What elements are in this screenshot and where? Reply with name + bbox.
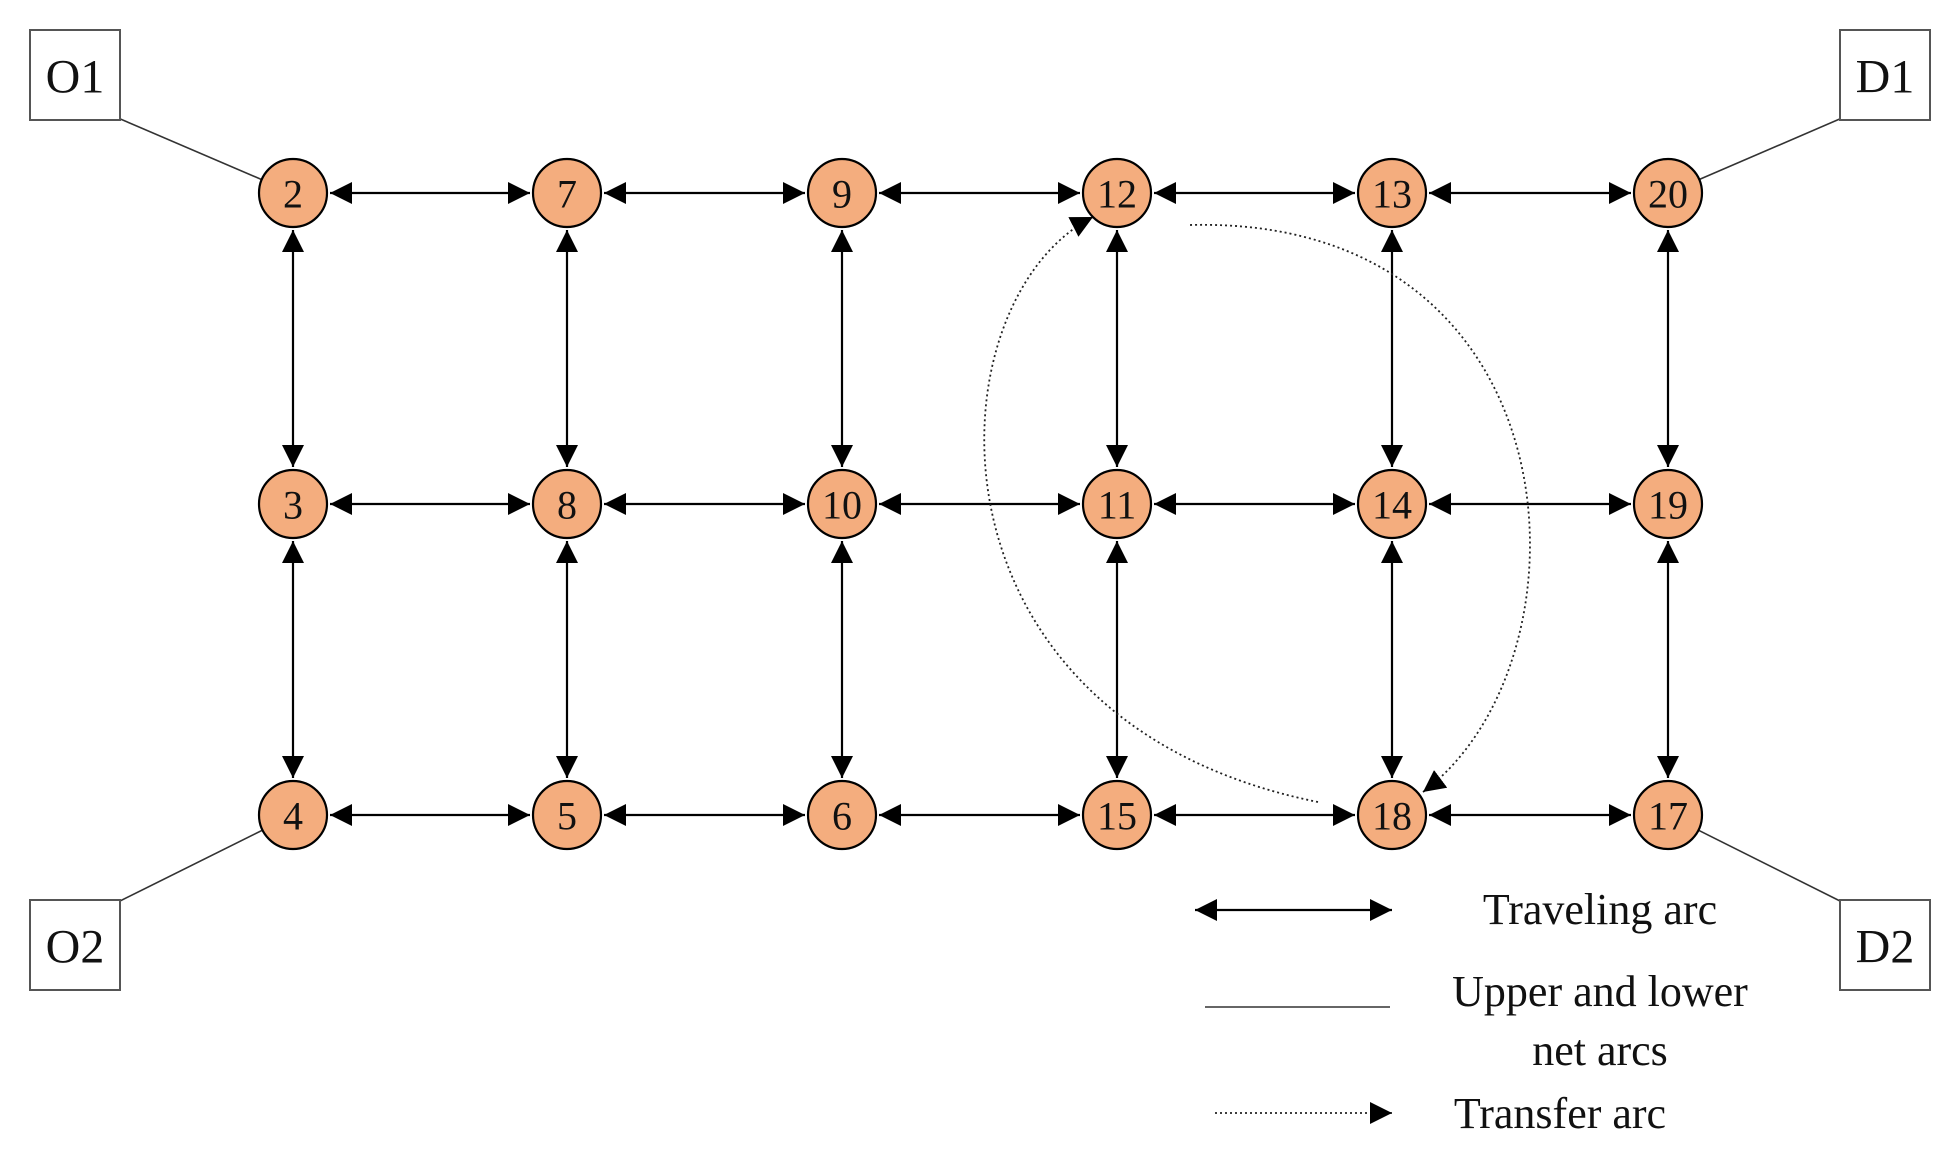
node-circle	[257, 468, 329, 540]
node-circle	[1632, 779, 1704, 851]
node-4: 4	[257, 779, 329, 851]
node-label: 4	[283, 794, 303, 839]
node-2: 2	[257, 157, 329, 229]
nodes: 2 7 9 12 13 20 3 8 10 11 14 19 4 5 6 15 18 17	[257, 157, 1704, 851]
node-3: 3	[257, 468, 329, 540]
legend: Traveling arc Upper and lower net arcs T…	[1195, 885, 1748, 1138]
terminal-D2: D2	[1839, 899, 1931, 991]
node-17: 17	[1632, 779, 1704, 851]
node-7: 7	[531, 157, 603, 229]
terminal-box	[29, 899, 121, 991]
terminal-label: O1	[46, 51, 105, 104]
node-label: 9	[832, 172, 852, 217]
node-label: 7	[557, 172, 577, 217]
node-label: 14	[1372, 483, 1412, 528]
node-label: 12	[1097, 172, 1137, 217]
terminal-box	[1839, 899, 1931, 991]
node-label: 2	[283, 172, 303, 217]
transfer-arc-12-18	[1189, 224, 1531, 793]
node-10: 10	[806, 468, 878, 540]
node-circle	[1081, 468, 1153, 540]
node-label: 3	[283, 483, 303, 528]
node-circle	[1356, 468, 1428, 540]
node-label: 11	[1098, 483, 1137, 528]
node-circle	[806, 157, 878, 229]
transfer-arc-18-12	[983, 216, 1319, 803]
node-20: 20	[1632, 157, 1704, 229]
node-circle	[531, 468, 603, 540]
node-circle	[1081, 157, 1153, 229]
node-5: 5	[531, 779, 603, 851]
node-label: 17	[1648, 794, 1688, 839]
terminal-box	[1839, 29, 1931, 121]
node-circle	[257, 157, 329, 229]
node-18: 18	[1356, 779, 1428, 851]
terminal-O1: O1	[29, 29, 121, 121]
node-12: 12	[1081, 157, 1153, 229]
net-arcs	[117, 117, 1843, 903]
terminal-label: O2	[46, 921, 105, 974]
node-circle	[1356, 157, 1428, 229]
terminal-label: D1	[1856, 51, 1915, 104]
node-circle	[531, 157, 603, 229]
legend-transfer-label: Transfer arc	[1454, 1089, 1666, 1138]
node-11: 11	[1081, 468, 1153, 540]
net-arc-D2	[1698, 829, 1843, 903]
node-circle	[531, 779, 603, 851]
net-arc-O2	[117, 829, 263, 903]
node-circle	[806, 468, 878, 540]
node-9: 9	[806, 157, 878, 229]
transfer-arcs	[983, 216, 1531, 803]
terminal-O2: O2	[29, 899, 121, 991]
node-circle	[1632, 468, 1704, 540]
legend-traveling-label: Traveling arc	[1483, 885, 1717, 934]
net-arc-D1	[1698, 117, 1843, 181]
node-8: 8	[531, 468, 603, 540]
node-label: 19	[1648, 483, 1688, 528]
node-label: 18	[1372, 794, 1412, 839]
traveling-arcs	[282, 182, 1679, 826]
node-circle	[1081, 779, 1153, 851]
net-arc-O1	[117, 117, 263, 181]
legend-net-label-line2: net arcs	[1532, 1026, 1668, 1075]
node-label: 10	[822, 483, 862, 528]
node-label: 13	[1372, 172, 1412, 217]
terminal-D1: D1	[1839, 29, 1931, 121]
legend-net-label-line1: Upper and lower	[1452, 967, 1748, 1016]
node-15: 15	[1081, 779, 1153, 851]
node-circle	[806, 779, 878, 851]
node-13: 13	[1356, 157, 1428, 229]
node-label: 20	[1648, 172, 1688, 217]
node-label: 15	[1097, 794, 1137, 839]
node-label: 5	[557, 794, 577, 839]
node-label: 6	[832, 794, 852, 839]
node-14: 14	[1356, 468, 1428, 540]
node-6: 6	[806, 779, 878, 851]
node-circle	[1632, 157, 1704, 229]
terminal-box	[29, 29, 121, 121]
node-label: 8	[557, 483, 577, 528]
node-circle	[1356, 779, 1428, 851]
terminal-label: D2	[1856, 921, 1915, 974]
node-circle	[257, 779, 329, 851]
node-19: 19	[1632, 468, 1704, 540]
